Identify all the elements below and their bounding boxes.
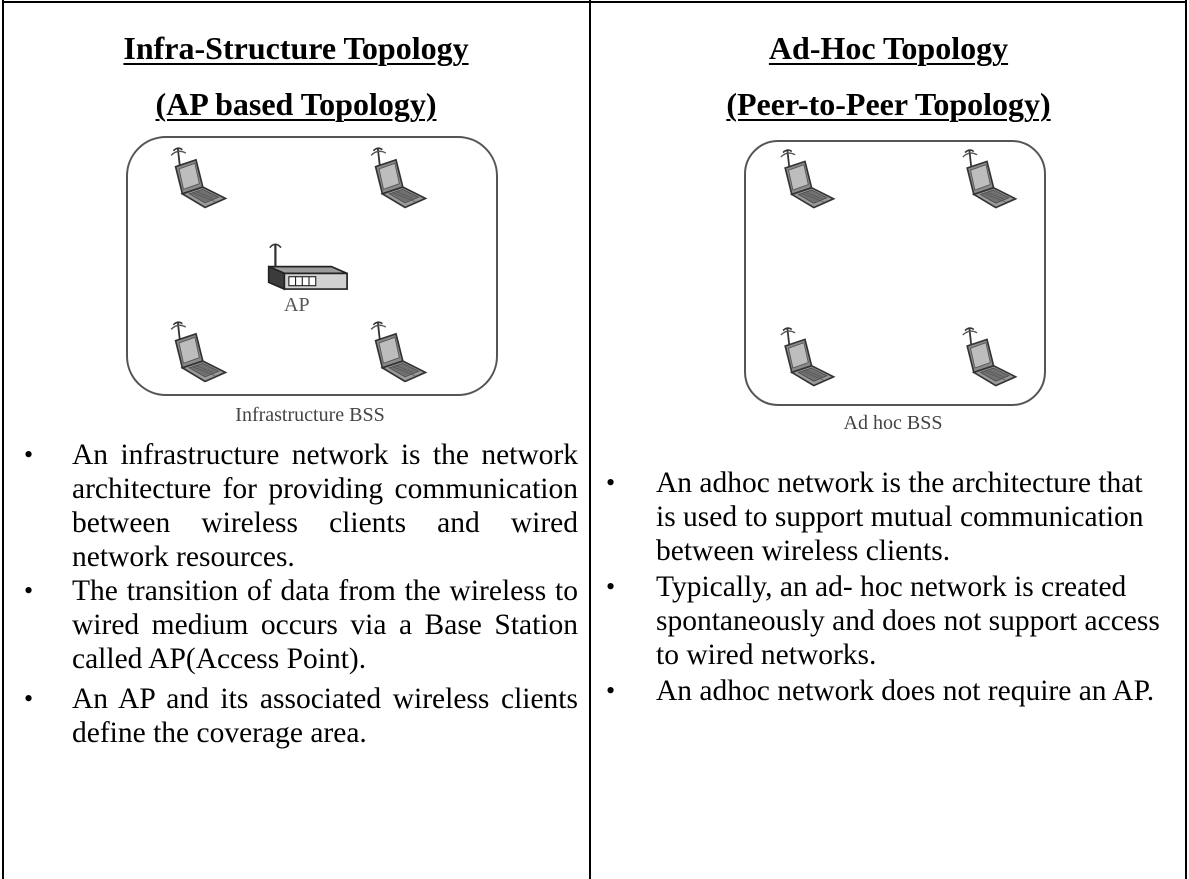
laptop-icon <box>770 324 840 390</box>
laptop-icon <box>160 144 232 212</box>
ap-label: AP <box>284 294 310 316</box>
adhoc-bss-figure: Ad hoc BSS <box>742 138 1052 438</box>
laptop-icon <box>160 318 232 386</box>
adhoc-title: Ad-Hoc Topology <box>768 30 1009 66</box>
infrastructure-subtitle: (AP based Topology) <box>155 86 437 122</box>
laptop-icon <box>770 146 840 212</box>
laptop-icon <box>952 146 1022 212</box>
list-item: • An AP and its associated wireless clie… <box>24 683 578 749</box>
laptop-icon <box>360 144 432 212</box>
infrastructure-caption: Infrastructure BSS <box>235 404 385 426</box>
bullet-text: An AP and its associated wireless client… <box>72 683 578 749</box>
list-item: • Typically, an ad- hoc network is creat… <box>592 570 1177 672</box>
table-column-divider <box>589 0 591 879</box>
bullet-text: The transition of data from the wireless… <box>72 575 578 675</box>
bullet-text: Typically, an ad- hoc network is created… <box>656 571 1160 671</box>
list-item: • An adhoc network does not require an A… <box>592 674 1177 708</box>
adhoc-bullet-list: • An adhoc network is the architecture t… <box>592 466 1177 708</box>
bullet-text: An adhoc network does not require an AP. <box>656 675 1155 707</box>
table-border-top <box>2 1 1187 3</box>
infrastructure-bullet-list: • An infrastructure network is the netwo… <box>4 438 578 750</box>
list-item: • The transition of data from the wirele… <box>24 575 578 675</box>
laptop-icon <box>360 318 432 386</box>
table-border-left <box>2 0 4 879</box>
infrastructure-column: Infra-Structure Topology (AP based Topol… <box>4 0 588 879</box>
adhoc-caption: Ad hoc BSS <box>843 412 943 434</box>
bullet-text: An infrastructure network is the network… <box>72 439 578 573</box>
adhoc-subtitle: (Peer-to-Peer Topology) <box>726 86 1051 122</box>
bullet-text: An adhoc network is the architecture tha… <box>656 467 1144 567</box>
infrastructure-title: Infra-Structure Topology <box>123 30 469 66</box>
access-point-icon <box>264 242 354 298</box>
adhoc-column: Ad-Hoc Topology (Peer-to-Peer Topology) … <box>592 0 1185 879</box>
laptop-icon <box>952 324 1022 390</box>
table-border-right <box>1185 0 1187 879</box>
infrastructure-bss-figure: AP Infrastructure BSS <box>124 134 504 434</box>
list-item: • An infrastructure network is the netwo… <box>24 439 578 573</box>
list-item: • An adhoc network is the architecture t… <box>592 466 1177 568</box>
